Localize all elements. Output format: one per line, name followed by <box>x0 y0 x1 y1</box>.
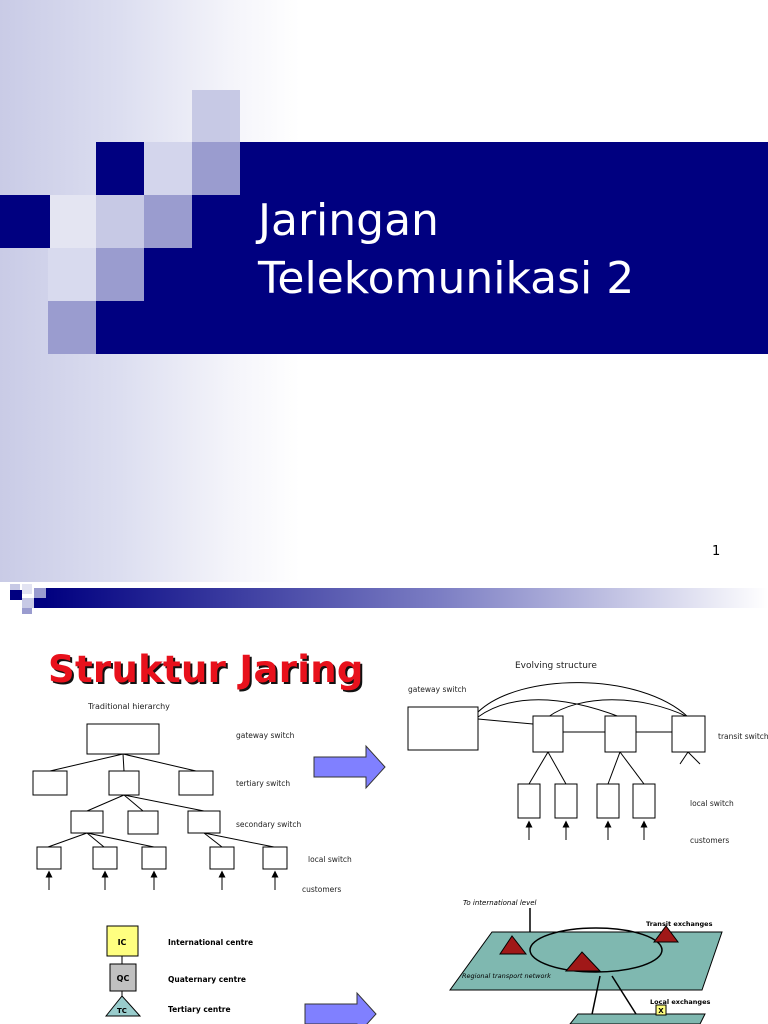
local-switch-box <box>517 783 541 819</box>
label-tertiary-centre: Tertiary centre <box>168 1005 231 1014</box>
local-plane <box>569 1013 706 1024</box>
secondary-switch-box <box>187 810 221 834</box>
local-switch-box <box>554 783 578 819</box>
label-gateway-switch: gateway switch <box>408 685 467 694</box>
traditional-title: Traditional hierarchy <box>87 702 170 711</box>
customer-arrows <box>525 820 648 840</box>
label-transit-switch: transit switch <box>718 732 768 741</box>
decorative-square <box>192 142 240 195</box>
tc-code: TC <box>117 1007 127 1015</box>
transit-exchange <box>564 951 602 972</box>
label-secondary-switch: secondary switch <box>236 820 301 829</box>
label-regional-network: Regional transport network <box>462 972 551 980</box>
evolving-title: Evolving structure <box>515 661 597 671</box>
transit-exchange <box>499 935 528 955</box>
label-quaternary-centre: Quaternary centre <box>168 975 246 984</box>
qc-code: QC <box>117 974 130 983</box>
label-gateway-switch: gateway switch <box>236 731 295 740</box>
decorative-square <box>144 195 192 248</box>
tertiary-switch-box <box>108 770 140 796</box>
label-local-switch: local switch <box>308 855 352 864</box>
decorative-square <box>96 248 144 301</box>
slide-title: Jaringan Telekomunikasi 2 <box>258 192 634 308</box>
local-switch-box <box>36 846 62 870</box>
label-local-exchanges: Local exchanges <box>650 998 710 1006</box>
decorative-square <box>50 195 96 248</box>
international-centre-box <box>106 925 139 957</box>
title-band-left <box>0 195 50 248</box>
secondary-switch-box <box>70 810 104 834</box>
decorative-square <box>48 301 96 354</box>
local-switch-box <box>596 783 620 819</box>
label-customers: customers <box>690 836 729 845</box>
slide-divider-bar <box>0 584 768 614</box>
label-customers: customers <box>302 885 341 894</box>
title-line-1: Jaringan <box>258 195 439 246</box>
transition-arrow <box>304 991 377 1024</box>
page-number: 1 <box>712 544 721 559</box>
local-exchange-marker: X <box>658 1007 664 1015</box>
content-slide: Struktur Jaring Traditional hierarchy <box>0 614 768 1024</box>
local-exchange-box <box>655 1004 667 1016</box>
gateway-switch-box <box>407 706 479 751</box>
ic-code: IC <box>118 938 127 947</box>
centres-legend: IC QC TC International centre Quaternary… <box>104 925 253 1017</box>
decorative-square <box>48 248 96 301</box>
decorative-square <box>144 142 192 195</box>
traditional-hierarchy-diagram: Traditional hierarchy <box>32 702 352 894</box>
transit-switch-box <box>604 715 637 753</box>
quaternary-centre-box <box>109 963 137 992</box>
regional-network-diagram: To international level Transit exchanges… <box>449 899 723 1024</box>
local-switch-box <box>262 846 288 870</box>
divider-graphic <box>10 584 768 614</box>
diagrams: Traditional hierarchy <box>32 661 768 1024</box>
title-slide: Jaringan Telekomunikasi 2 1 <box>0 0 768 582</box>
tertiary-centre-triangle <box>104 995 142 1017</box>
label-to-international: To international level <box>463 899 537 907</box>
tertiary-switch-box <box>178 770 214 796</box>
decorative-square <box>192 90 240 142</box>
local-switch-box <box>209 846 235 870</box>
label-tertiary-switch: tertiary switch <box>236 779 290 788</box>
transit-switch-box <box>532 715 564 753</box>
local-switch-box <box>141 846 167 870</box>
secondary-switch-box <box>127 810 159 835</box>
label-local-switch: local switch <box>690 799 734 808</box>
transition-arrow <box>313 744 386 790</box>
slide-heading: Struktur Jaring <box>48 648 364 691</box>
decorative-square <box>96 195 144 248</box>
local-switch-box <box>632 783 656 819</box>
label-international-centre: International centre <box>168 938 253 947</box>
local-switch-box <box>92 846 118 870</box>
customer-arrows <box>45 870 279 890</box>
transit-switch-box <box>671 715 706 753</box>
transit-exchange <box>653 925 679 943</box>
tertiary-switch-box <box>32 770 68 796</box>
evolving-structure-diagram: Evolving structure <box>407 661 768 845</box>
gateway-switch-box <box>86 723 160 755</box>
title-line-2: Telekomunikasi 2 <box>258 253 635 304</box>
label-transit-exchanges: Transit exchanges <box>646 920 713 928</box>
